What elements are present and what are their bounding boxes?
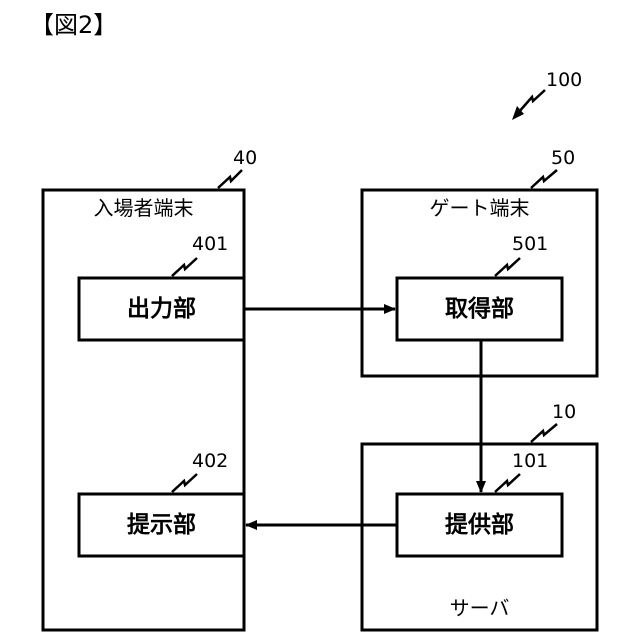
ref-server: 10 — [552, 401, 576, 423]
leader-402 — [172, 474, 197, 492]
entrant-terminal-box — [43, 190, 244, 630]
leader-501 — [495, 258, 520, 276]
server-label: サーバ — [362, 596, 597, 620]
leader-100 — [518, 90, 545, 113]
leader-50 — [531, 170, 557, 188]
ref-gate-terminal: 50 — [551, 147, 575, 169]
leader-101 — [495, 474, 520, 492]
output-unit-label: 出力部 — [79, 293, 244, 325]
provision-unit-label: 提供部 — [397, 509, 562, 541]
ref-presentation-unit: 402 — [192, 450, 228, 472]
ref-output-unit: 401 — [192, 233, 228, 255]
leader-10 — [531, 424, 557, 442]
ref-acquisition-unit: 501 — [512, 233, 548, 255]
leader-401 — [172, 258, 197, 276]
entrant-terminal-label: 入場者端末 — [43, 196, 244, 220]
acquisition-unit-label: 取得部 — [397, 293, 562, 325]
presentation-unit-label: 提示部 — [79, 509, 244, 541]
ref-provision-unit: 101 — [512, 450, 548, 472]
ref-entrant-terminal: 40 — [233, 147, 257, 169]
leader-40 — [218, 170, 242, 188]
gate-terminal-label: ゲート端末 — [362, 196, 597, 220]
ref-system: 100 — [546, 69, 582, 91]
